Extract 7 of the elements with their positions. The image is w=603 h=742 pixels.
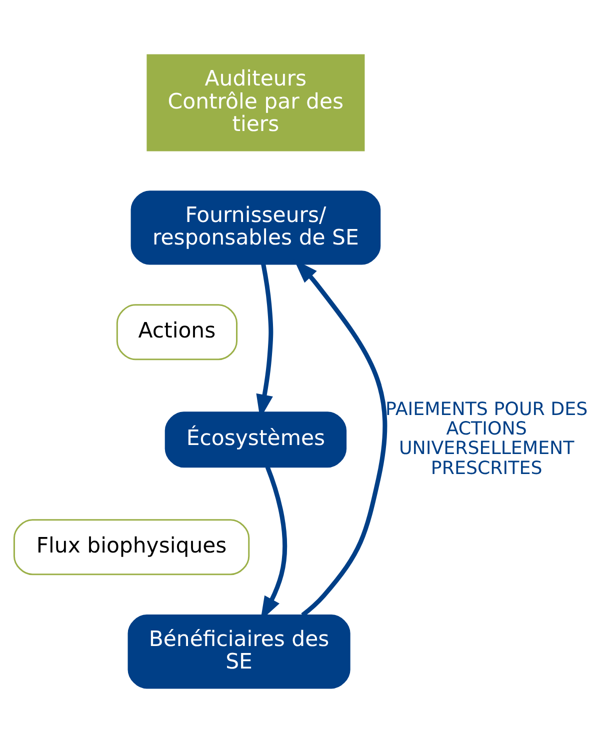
edge-label: PAIEMENTS POUR DES ACTIONS UNIVERSELLEMENT PRESCRITES	[386, 398, 588, 478]
node-box: Écosystèmes	[164, 411, 347, 468]
node-box: Auditeurs Contrôle par des tiers	[146, 54, 365, 151]
node-box: Bénéficiaires des SE	[128, 614, 350, 688]
node-box: Fournisseurs/ responsables de SE	[130, 190, 381, 264]
node-box: Flux biophysiques	[13, 518, 250, 575]
node-box: Actions	[116, 304, 238, 360]
